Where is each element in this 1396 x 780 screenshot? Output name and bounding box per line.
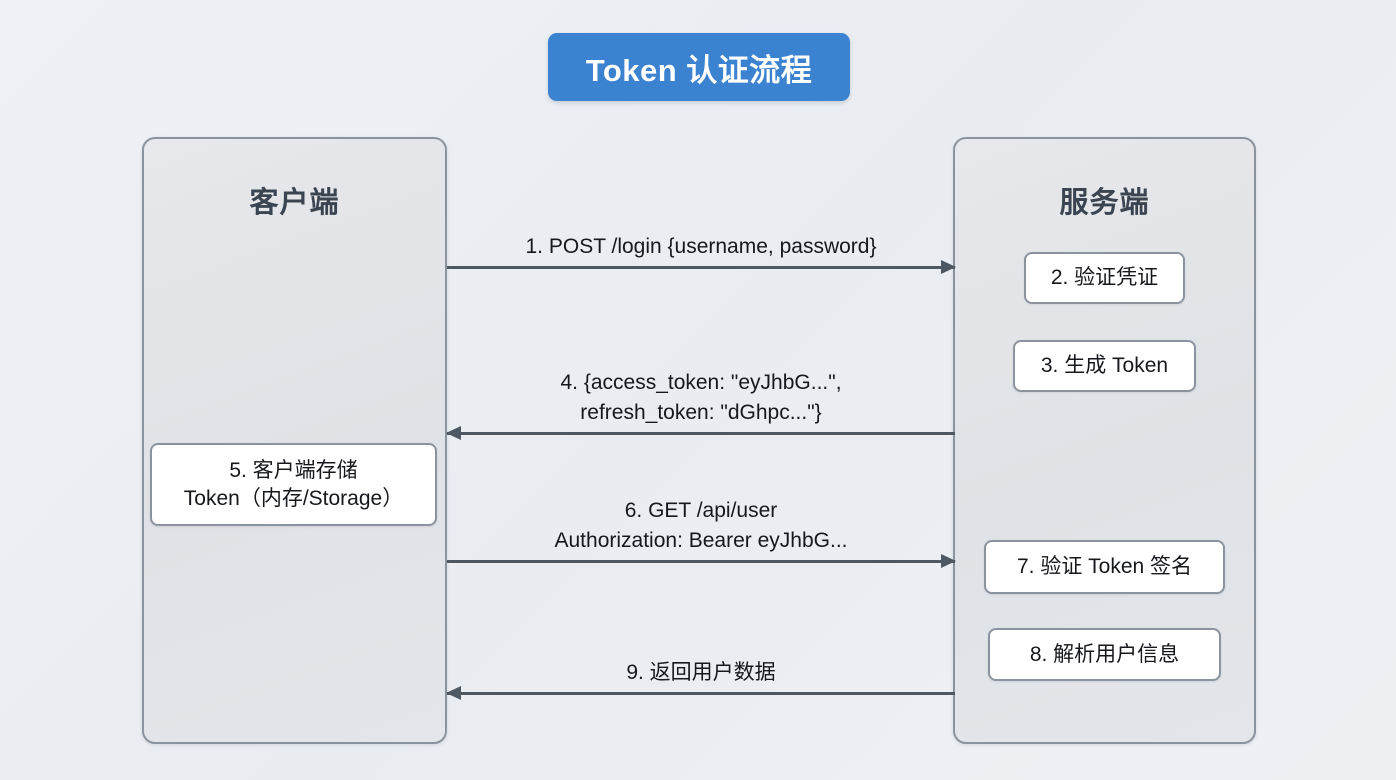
message-4-line-2: refresh_token: "dGhpc..."} <box>580 401 822 425</box>
lifeline-client: 客户端 <box>142 137 447 744</box>
message-6-line <box>447 560 955 563</box>
step-box-2-verify-credentials: 2. 验证凭证 <box>1024 252 1185 304</box>
message-4-line-1: 4. {access_token: "eyJhbG...", <box>560 371 842 394</box>
step-box-8-line-1: 8. 解析用户信息 <box>1029 642 1180 666</box>
step-box-2-line-1: 2. 验证凭证 <box>1050 266 1159 290</box>
lifeline-client-label: 客户端 <box>249 187 340 219</box>
page-title: Token 认证流程 <box>585 52 813 88</box>
step-box-7-verify-token-signature: 7. 验证 Token 签名 <box>984 540 1225 594</box>
step-box-3-generate-token: 3. 生成 Token <box>1013 340 1196 392</box>
arrow-right-icon <box>941 260 956 274</box>
arrow-left-icon <box>446 426 461 440</box>
message-1-line <box>447 266 955 269</box>
message-6-line-2: Authorization: Bearer eyJhbG... <box>554 529 848 553</box>
message-9-label: 9. 返回用户数据 <box>447 658 955 688</box>
step-box-8-parse-user-info: 8. 解析用户信息 <box>988 628 1221 681</box>
step-box-5-client-storage: 5. 客户端存储 Token（内存/Storage） <box>150 443 437 526</box>
step-box-5-line-1: 5. 客户端存储 <box>229 458 358 482</box>
message-4-line <box>447 432 955 435</box>
message-6-line-1: 6. GET /api/user <box>624 499 778 522</box>
message-6-label: 6. GET /api/user Authorization: Bearer e… <box>447 496 955 556</box>
diagram-title-badge: Token 认证流程 <box>548 33 850 101</box>
message-4-label: 4. {access_token: "eyJhbG...", refresh_t… <box>447 368 955 428</box>
message-9-line <box>447 692 955 695</box>
arrow-right-icon <box>941 554 956 568</box>
arrow-left-icon <box>446 686 461 700</box>
step-box-5-line-2: Token（内存/Storage） <box>183 486 404 510</box>
step-box-7-line-1: 7. 验证 Token 签名 <box>1016 555 1193 579</box>
message-1-label: 1. POST /login {username, password} <box>447 232 955 262</box>
message-9-line-1: 9. 返回用户数据 <box>626 661 776 684</box>
message-1-line-1: 1. POST /login {username, password} <box>525 235 877 258</box>
step-box-3-line-1: 3. 生成 Token <box>1040 354 1169 378</box>
lifeline-server-label: 服务端 <box>1059 187 1150 219</box>
